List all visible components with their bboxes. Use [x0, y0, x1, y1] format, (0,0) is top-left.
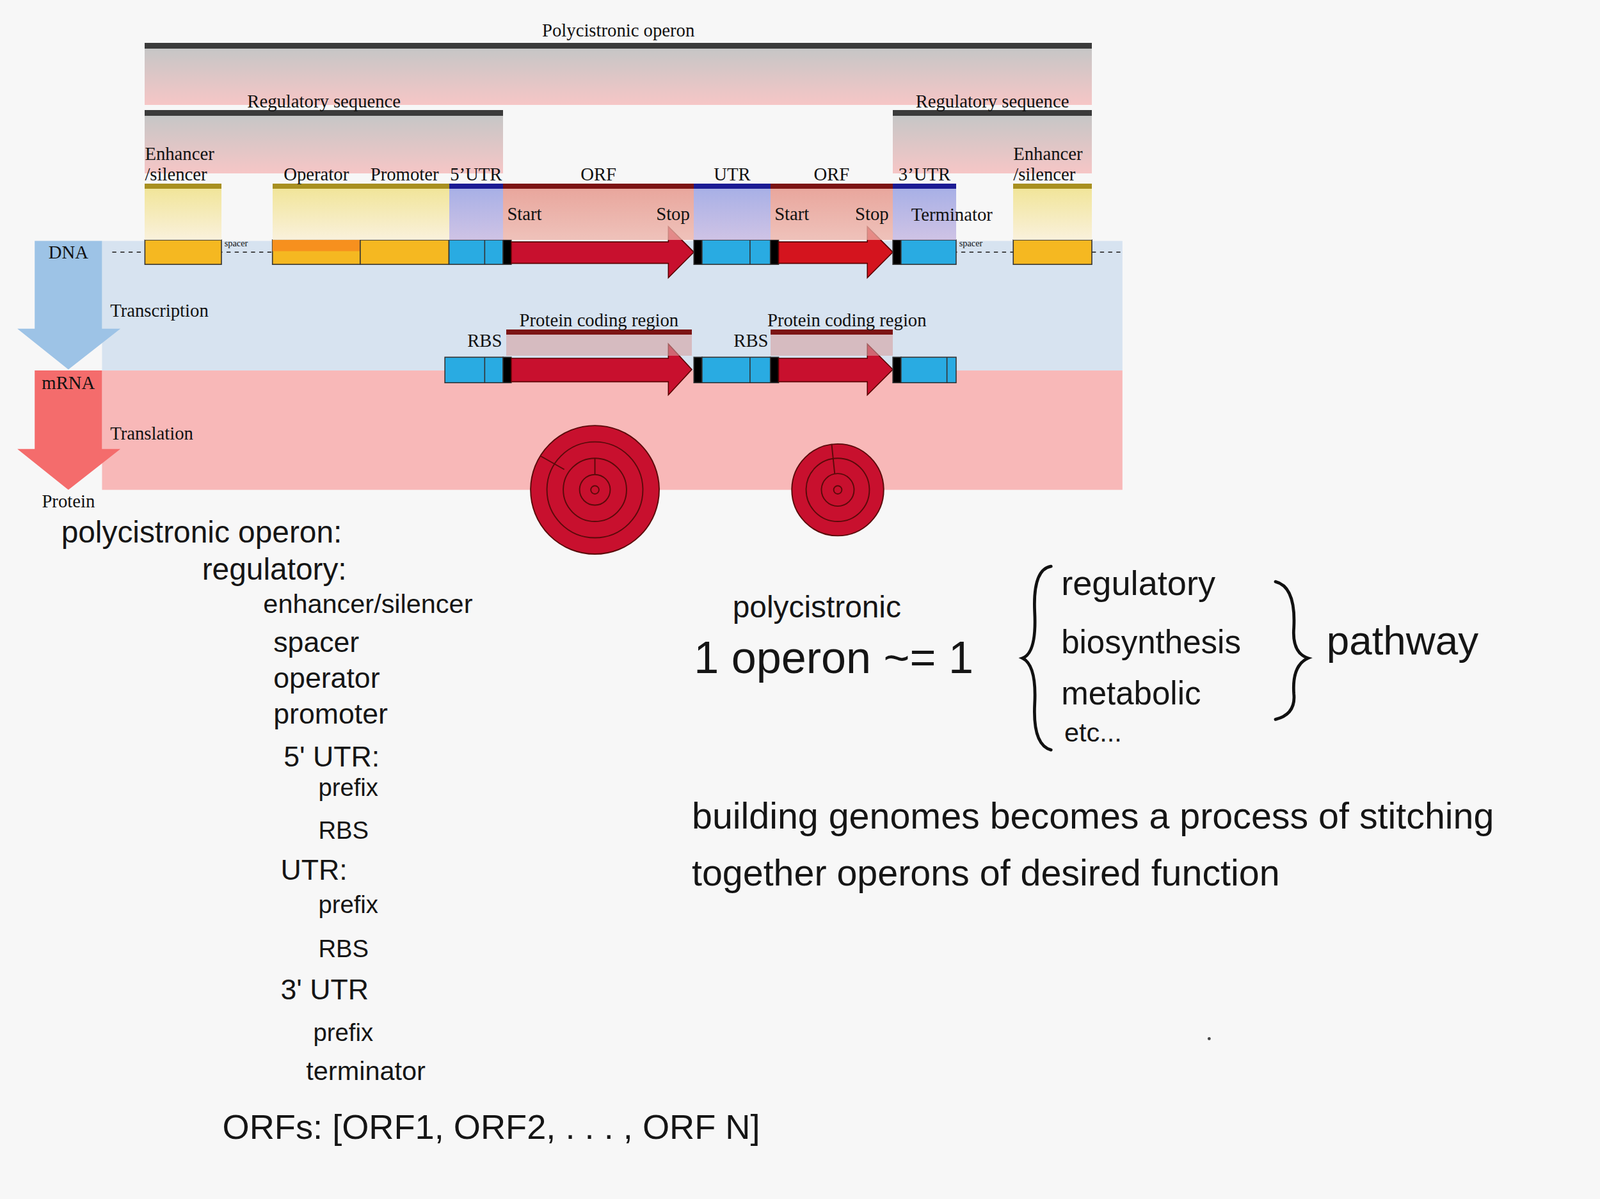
handwritten-note: 5' UTR:	[283, 741, 380, 773]
orf-cell: ORFStartStop	[770, 183, 893, 240]
diagram-label: spacer	[959, 238, 984, 249]
handwritten-note: regulatory:	[202, 552, 347, 587]
handwritten-note: etc...	[1064, 718, 1122, 748]
handwritten-note: regulatory	[1061, 564, 1216, 603]
element-cell: UTR	[693, 183, 771, 240]
element-label: ORF	[814, 164, 850, 185]
diagram-label: DNA	[48, 243, 89, 264]
handwritten-note: polycistronic operon:	[61, 515, 343, 550]
diagram-label: RBS	[467, 330, 502, 352]
element-label: 5’UTR	[449, 164, 502, 185]
element-label: ORF	[580, 164, 617, 185]
handwritten-note: RBS	[318, 817, 369, 845]
element-cell: Enhancer /silencer	[144, 183, 222, 240]
handwritten-note: UTR:	[280, 854, 347, 886]
diagram-label: RBS	[733, 330, 768, 352]
handwritten-note: pathway	[1326, 618, 1480, 664]
element-label: Enhancer /silencer	[1013, 144, 1092, 185]
element-label: Polycistronic operon	[542, 20, 695, 41]
codon-label: Stop	[855, 204, 889, 225]
diagram-label: Transcription	[110, 301, 209, 322]
handwritten-note: 1 operon ~= 1	[693, 633, 974, 683]
handwritten-note: enhancer/silencer	[263, 589, 473, 619]
codon-label: Stop	[656, 204, 690, 225]
diagram-label: mRNA	[41, 373, 95, 395]
handwritten-note: prefix	[318, 774, 379, 802]
element-cell: 5’UTR	[449, 183, 504, 240]
handwritten-note: 3' UTR	[280, 974, 368, 1006]
element-label: Protein coding region	[767, 310, 927, 331]
element-label: Regulatory sequence	[915, 91, 1070, 112]
diagram-label: spacer	[224, 238, 249, 249]
coding-region-band: Protein coding region	[506, 329, 692, 356]
handwritten-note: terminator	[305, 1056, 426, 1087]
codon-label: Start	[774, 204, 809, 225]
handwritten-note: biosynthesis	[1061, 624, 1241, 661]
element-label: Promoter	[370, 164, 440, 185]
handwritten-note: building genomes becomes a process of st…	[691, 787, 1509, 902]
coding-region-band: Protein coding region	[770, 329, 893, 356]
handwritten-note: prefix	[318, 891, 379, 919]
handwritten-note: ORFs: [ORF1, ORF2, . . . , ORF N]	[222, 1108, 761, 1147]
handwritten-note: spacer	[273, 627, 360, 659]
diagram-label: Terminator	[911, 205, 993, 226]
handwritten-note: promoter	[273, 698, 388, 731]
element-label: 3’UTR	[898, 164, 951, 185]
handwritten-note: polycistronic	[732, 590, 902, 624]
handwritten-note: operator	[273, 663, 380, 695]
handwritten-note: metabolic	[1061, 675, 1201, 712]
element-cell: Operator	[272, 183, 361, 240]
element-cell: Enhancer /silencer	[1013, 183, 1092, 240]
handwritten-note: prefix	[312, 1018, 374, 1046]
diagram-label: Translation	[110, 423, 194, 445]
element-cell: Promoter	[360, 183, 450, 240]
element-label: UTR	[713, 164, 751, 185]
element-label: Enhancer /silencer	[144, 144, 222, 185]
diagram-label: Protein	[41, 492, 95, 513]
handwritten-note: RBS	[318, 935, 369, 963]
element-label: Regulatory sequence	[247, 91, 401, 112]
codon-label: Start	[506, 204, 542, 225]
element-label: Operator	[283, 164, 349, 185]
orf-cell: ORFStartStop	[503, 183, 694, 240]
element-label: Protein coding region	[519, 310, 680, 331]
